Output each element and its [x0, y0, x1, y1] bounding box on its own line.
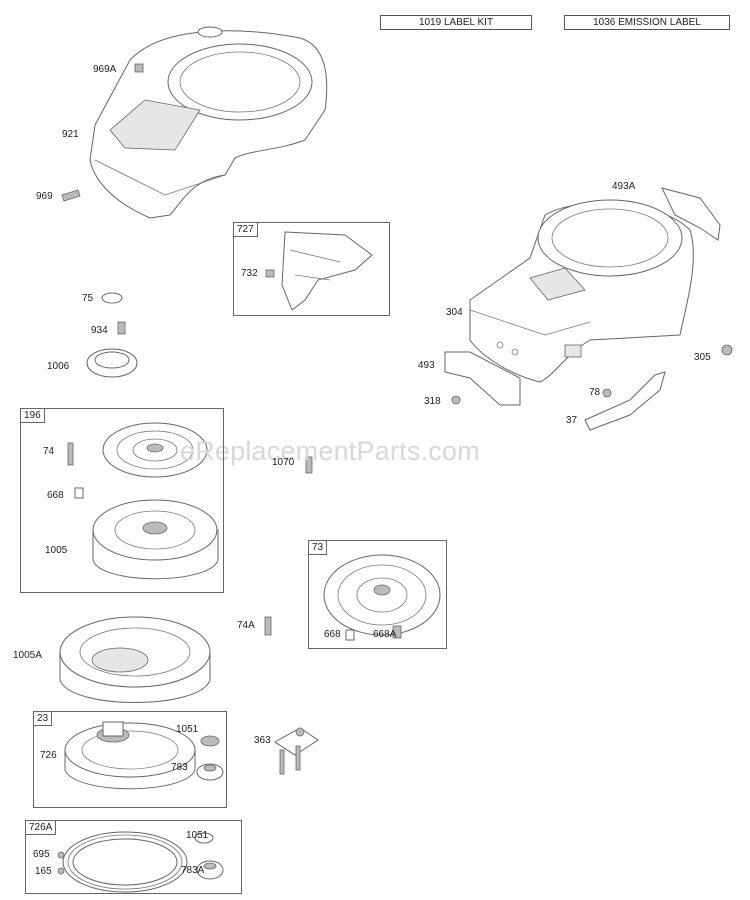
- callout-1051-a: 1051: [176, 724, 199, 735]
- callout-74a: 74A: [237, 620, 255, 631]
- ring-gear-726a: [62, 831, 188, 893]
- fan-screen-74-group: [102, 422, 208, 478]
- bracket-363: [274, 727, 319, 775]
- callout-921: 921: [62, 129, 79, 140]
- watermark: eReplacementParts.com: [180, 436, 480, 466]
- callout-934: 934: [91, 325, 108, 336]
- callout-165: 165: [35, 866, 52, 877]
- callout-732: 732: [241, 268, 258, 279]
- callout-668-a: 668: [47, 490, 64, 501]
- callout-305: 305: [694, 352, 711, 363]
- group-727-box: 727: [233, 222, 390, 316]
- callout-1005a: 1005A: [13, 650, 42, 661]
- group-726a-number: 726A: [25, 820, 57, 835]
- callout-1051-b: 1051: [186, 830, 209, 841]
- screw-318: [451, 395, 461, 405]
- callout-668a: 668A: [373, 629, 397, 640]
- gear-783a: [196, 860, 224, 880]
- fan-screen-73: [323, 554, 441, 636]
- fan-1005a: [59, 616, 211, 703]
- callout-969: 969: [36, 191, 53, 202]
- callout-75: 75: [82, 293, 94, 304]
- group-23-number: 23: [33, 711, 53, 726]
- callout-74: 74: [43, 446, 55, 457]
- screw-74a: [264, 616, 272, 636]
- callout-78: 78: [589, 387, 601, 398]
- group-726a-box: 726A: [25, 820, 242, 894]
- washer-75: [101, 292, 123, 304]
- ring-1006: [86, 348, 138, 378]
- callout-695: 695: [33, 849, 50, 860]
- callout-1006: 1006: [47, 361, 70, 372]
- group-73-box: 73: [308, 540, 447, 649]
- strap-37: [584, 371, 666, 431]
- screw-969: [61, 189, 81, 202]
- blower-housing-304: [469, 199, 694, 383]
- callout-783: 783: [171, 762, 188, 773]
- group-23-box: 23: [33, 711, 227, 808]
- fan-1005: [92, 499, 219, 580]
- baffle-732: [265, 231, 373, 311]
- callout-668-b: 668: [324, 629, 341, 640]
- callout-783a: 783A: [181, 865, 205, 876]
- pin-165: [57, 867, 65, 875]
- callout-1005: 1005: [45, 545, 68, 556]
- callout-1070: 1070: [272, 457, 295, 468]
- bracket-493: [444, 351, 521, 406]
- callout-969a: 969A: [93, 64, 117, 75]
- gear-783: [196, 763, 224, 781]
- callout-726: 726: [40, 750, 57, 761]
- label-kit-box: 1019 LABEL KIT: [380, 15, 532, 30]
- bracket-493a: [661, 187, 721, 241]
- emission-label-box: 1036 EMISSION LABEL: [564, 15, 730, 30]
- group-73-number: 73: [308, 540, 328, 555]
- callout-37: 37: [566, 415, 578, 426]
- flywheel-726: [64, 721, 196, 790]
- group-727-number: 727: [233, 222, 258, 237]
- screw-78: [602, 388, 612, 398]
- screw-934: [117, 321, 126, 335]
- callout-304: 304: [446, 307, 463, 318]
- blower-housing-921: [89, 26, 328, 219]
- callout-318: 318: [424, 396, 441, 407]
- pin-695: [57, 851, 65, 859]
- screw-1070: [305, 456, 313, 474]
- ring-1051: [194, 832, 214, 844]
- callout-493a: 493A: [612, 181, 636, 192]
- screw-305: [721, 344, 733, 356]
- group-196-number: 196: [20, 408, 45, 423]
- screw-969a: [134, 63, 144, 73]
- callout-363: 363: [254, 735, 271, 746]
- group-196-box: 196: [20, 408, 224, 593]
- callout-493: 493: [418, 360, 435, 371]
